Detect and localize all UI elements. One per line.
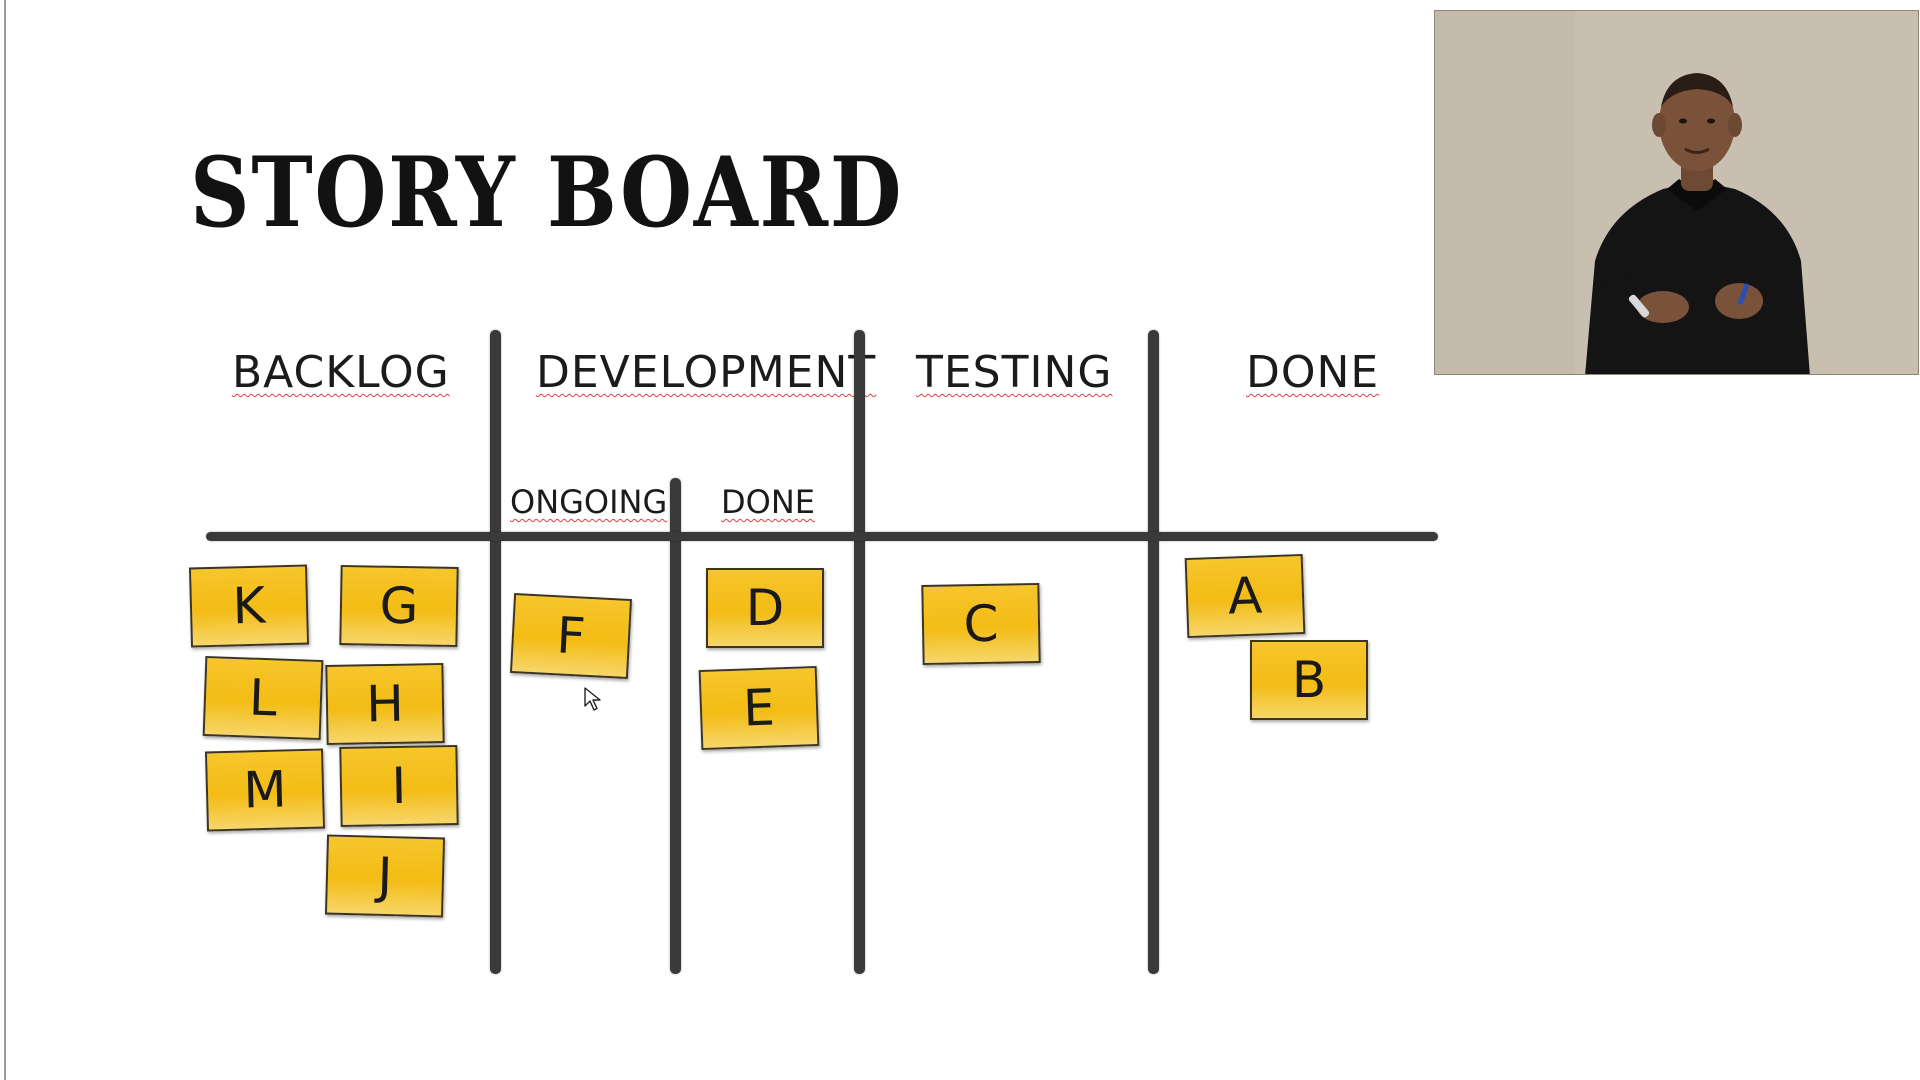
story-card-m[interactable]: M (204, 748, 326, 832)
presenter-webcam (1434, 10, 1919, 375)
story-card-i[interactable]: I (339, 744, 459, 828)
mouse-cursor-icon (584, 687, 601, 711)
story-card-j[interactable]: J (324, 834, 446, 918)
column-header-done: DONE (1246, 347, 1380, 398)
presenter-video-icon (1435, 11, 1918, 374)
divider-development-testing (854, 330, 865, 974)
story-card-k[interactable]: K (188, 564, 310, 648)
story-card-l[interactable]: L (202, 655, 324, 741)
story-card-g[interactable]: G (339, 564, 459, 648)
subcolumn-header-ongoing: ONGOING (510, 483, 668, 521)
story-card-f[interactable]: F (509, 592, 633, 680)
column-header-development: DEVELOPMENT (536, 347, 877, 398)
divider-testing-done (1148, 330, 1159, 974)
page-title: STORY BOARD (190, 136, 904, 249)
window-left-edge (0, 0, 6, 1080)
subcolumn-header-dev-done: DONE (721, 483, 815, 521)
column-header-testing: TESTING (916, 347, 1113, 398)
story-card-b[interactable]: B (1250, 640, 1368, 720)
story-card-d[interactable]: D (706, 568, 824, 648)
story-card-e[interactable]: E (698, 665, 820, 751)
divider-ongoing-done (670, 478, 681, 974)
column-header-backlog: BACKLOG (232, 347, 450, 398)
divider-header-row (206, 532, 1438, 541)
divider-backlog-development (490, 330, 501, 974)
story-card-a[interactable]: A (1184, 553, 1306, 639)
story-card-c[interactable]: C (921, 582, 1041, 666)
story-card-h[interactable]: H (325, 662, 445, 746)
